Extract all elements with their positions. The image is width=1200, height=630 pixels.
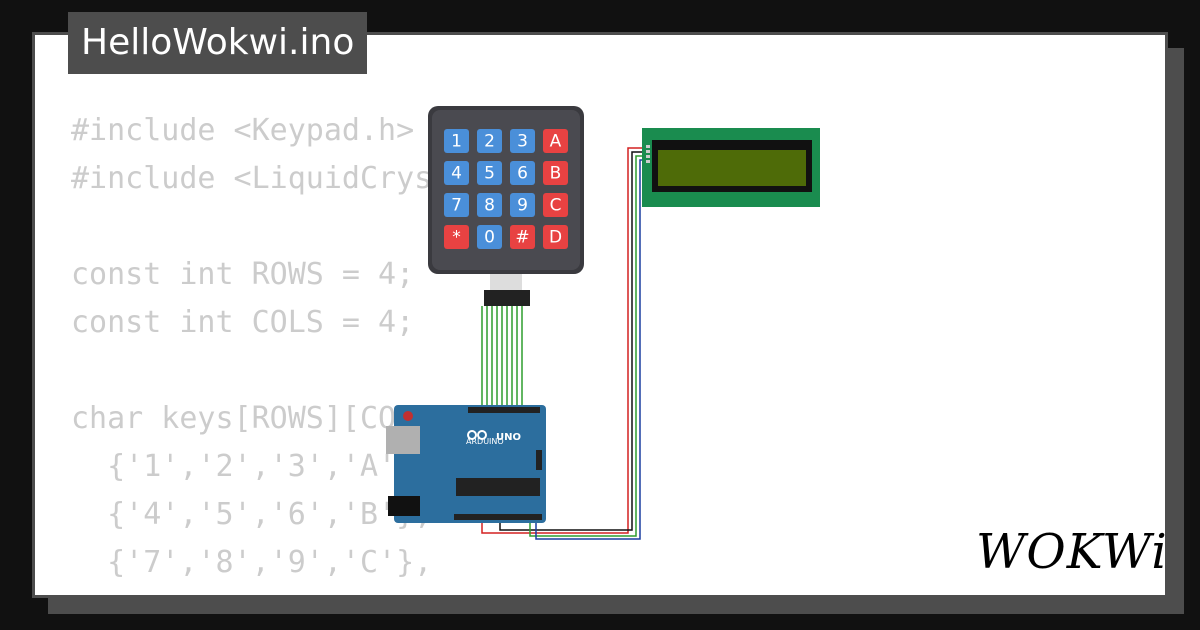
keypad-ribbon: [490, 274, 522, 290]
keypad-key-face: [543, 193, 568, 217]
power-jack: [388, 496, 420, 516]
keypad-key-face: [543, 225, 568, 249]
keypad-connector: [484, 290, 530, 306]
keypad-key-1[interactable]: 1: [444, 129, 469, 153]
keypad-key-3[interactable]: 3: [510, 129, 535, 153]
lcd-pins: [646, 145, 650, 163]
keypad-key-label: 1: [451, 132, 462, 152]
keypad-key-face: [477, 193, 502, 217]
keypad-key-label: 2: [484, 132, 495, 152]
keypad-key-face: [444, 161, 469, 185]
reset-button: [403, 411, 413, 421]
keypad-key-label: C: [550, 196, 562, 216]
keypad-key-label: B: [550, 164, 562, 184]
code-line: #include <Keypad.h>: [71, 113, 415, 148]
keypad-key-face: [444, 129, 469, 153]
code-line: {'7','8','9','C'},: [71, 545, 433, 580]
keypad-key-face: [444, 225, 469, 249]
project-title: HelloWokwi.ino: [68, 12, 368, 74]
keypad-key-2[interactable]: 2: [477, 129, 502, 153]
keypad-key-label: 9: [517, 196, 528, 216]
keypad-key-face: [444, 193, 469, 217]
icsp-header: [536, 450, 542, 470]
keypad-key-B[interactable]: B: [543, 161, 568, 185]
keypad-key-label: 0: [484, 228, 495, 248]
code-line: const int COLS = 4;: [71, 305, 415, 340]
atmega-chip: [456, 478, 540, 496]
keypad-key-7[interactable]: 7: [444, 193, 469, 217]
code-line: const int ROWS = 4;: [71, 257, 415, 292]
keypad-key-face: [477, 129, 502, 153]
keypad-key-label: #: [515, 228, 529, 248]
keypad-key-face: [510, 225, 535, 249]
arduino-model: UNO: [496, 432, 521, 443]
code-line: {'*','0','#','D'}: [71, 587, 541, 595]
code-line: {'1','2','3','A'},: [71, 449, 433, 484]
keypad-key-8[interactable]: 8: [477, 193, 502, 217]
keypad-key-face: [510, 193, 535, 217]
keypad-key-label: A: [550, 132, 562, 152]
keypad-key-label: 5: [484, 164, 495, 184]
keypad-key-face: [543, 129, 568, 153]
keypad-key-*[interactable]: *: [444, 225, 469, 249]
keypad-key-face: [477, 225, 502, 249]
keypad-key-label: 3: [517, 132, 528, 152]
analog-header: [454, 514, 542, 520]
keypad-key-0[interactable]: 0: [477, 225, 502, 249]
code-line: {'4','5','6','B'},: [71, 497, 433, 532]
keypad-key-label: *: [452, 228, 461, 248]
keypad-key-9[interactable]: 9: [510, 193, 535, 217]
lcd-display[interactable]: [642, 128, 820, 207]
keypad-key-face: [543, 161, 568, 185]
keypad-key-5[interactable]: 5: [477, 161, 502, 185]
keypad-key-4[interactable]: 4: [444, 161, 469, 185]
keypad-key-label: 6: [517, 164, 528, 184]
code-background: #include <Keypad.h>#include <LiquidCryst…: [71, 107, 541, 595]
keypad-wires: [481, 306, 523, 410]
keypad-key-label: 7: [451, 196, 462, 216]
arduino-uno[interactable]: ARDUINO UNO: [386, 405, 546, 523]
digital-header: [468, 407, 540, 413]
keypad-key-#[interactable]: #: [510, 225, 535, 249]
arduino-logo-icon: [467, 430, 487, 440]
preview-card: #include <Keypad.h>#include <LiquidCryst…: [32, 32, 1168, 598]
keypad-key-6[interactable]: 6: [510, 161, 535, 185]
keypad-keys: 1 2 3 A 4 5 6 B 7 8 9 C * 0 # D: [444, 129, 568, 249]
keypad-key-label: D: [549, 228, 562, 248]
keypad-key-face: [510, 129, 535, 153]
keypad[interactable]: 1 2 3 A 4 5 6 B 7 8 9 C * 0 # D: [428, 106, 584, 306]
keypad-key-A[interactable]: A: [543, 129, 568, 153]
keypad-key-label: 8: [484, 196, 495, 216]
keypad-key-D[interactable]: D: [543, 225, 568, 249]
arduino-brand: ARDUINO: [466, 437, 504, 446]
keypad-key-label: 4: [451, 164, 462, 184]
keypad-key-face: [510, 161, 535, 185]
lcd-screen: [658, 150, 806, 186]
wokwi-logo: WOKWi: [976, 524, 1168, 580]
keypad-key-C[interactable]: C: [543, 193, 568, 217]
keypad-key-face: [477, 161, 502, 185]
usb-port: [386, 426, 420, 454]
